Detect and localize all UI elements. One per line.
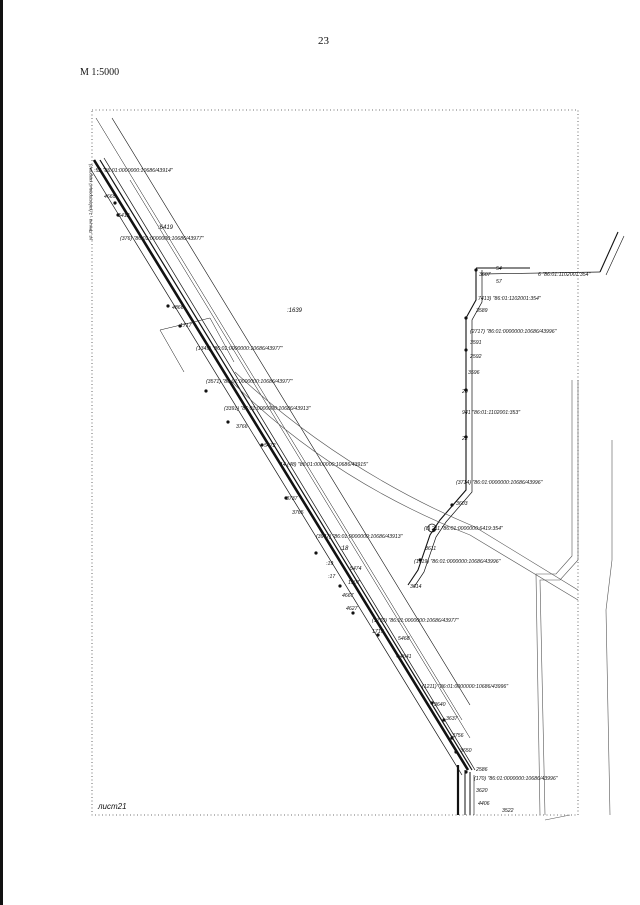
label-3765: 3765 xyxy=(292,510,304,516)
label-3607: 3607 xyxy=(479,272,492,278)
label-cad-43996d: (3714) "86:01:0000000:10686/43996" xyxy=(456,480,544,486)
label-5474: 5474 xyxy=(350,566,362,572)
lower-corridor xyxy=(456,765,475,815)
label-3650: 3650 xyxy=(460,748,472,754)
label-4665: 4665 xyxy=(104,194,116,200)
label-cad-1354: 6 "86:01:1102001:354" xyxy=(538,272,591,278)
label-3637: 3637 xyxy=(446,716,459,722)
label-17: :17 xyxy=(328,574,336,580)
label-4866: 4866 xyxy=(172,305,184,311)
label-1717b: 1717 xyxy=(372,629,385,635)
label-3589: 3589 xyxy=(476,308,488,314)
label-4641: 4641 xyxy=(400,654,412,660)
label-3522: 3522 xyxy=(502,808,514,814)
label-54: 54 xyxy=(496,266,502,272)
label-cad-43996c: (2717) "86:01:0000000:10686/43996" xyxy=(470,329,558,335)
label-5472: 5472 xyxy=(264,443,276,449)
label-cad-6419: (8) 211 "86:01:0000000:6419:354" xyxy=(424,526,504,532)
junction-circle-marker xyxy=(427,523,437,533)
label-cad-3571: (3571) "86:01:0000000:10686/43977" xyxy=(206,379,294,385)
label-22: 22 xyxy=(461,436,468,442)
label-3603: 3603 xyxy=(456,501,468,507)
main-corridor xyxy=(89,117,476,776)
label-1907: 1907 xyxy=(348,580,361,586)
label-cad-1354b: 7413) "86:01:1102001:354" xyxy=(478,296,542,302)
background-roads xyxy=(229,371,613,821)
label-20: 20 xyxy=(461,389,468,395)
label-3591: 3591 xyxy=(470,340,482,346)
label-1717: 1717 xyxy=(180,323,193,329)
label-3640: 3640 xyxy=(434,702,446,708)
label-cad-43996e: (1519) "86:01:0000000:10686/43996" xyxy=(414,559,502,565)
label-vertical-side: ул. Ленина - 1 (кадастровый квартал) xyxy=(88,163,93,241)
label-5412: 5412 xyxy=(118,213,130,219)
label-4627: 4627 xyxy=(346,606,359,612)
label-cad-1349: (1349) "86:01:0000000:10686/43977" xyxy=(196,346,284,352)
left-margin-rule xyxy=(0,0,3,905)
page-number: 23 xyxy=(318,35,329,47)
label-cad-43996a: (1211) "86:01:0000000:10686/43996" xyxy=(422,684,509,690)
label-cad-43977c: (1770) "86:01:0000000:10686/43977" xyxy=(372,618,460,624)
label-2592: 2592 xyxy=(469,354,482,360)
map-scale: М 1:5000 xyxy=(80,67,120,78)
label-19: :19 xyxy=(326,561,333,567)
label-area-6419: :6419 xyxy=(158,225,174,231)
label-area-1639: :1639 xyxy=(287,308,303,314)
label-18: :18 xyxy=(340,546,349,552)
label-3766: 3766 xyxy=(236,424,248,430)
label-cad-43996b: (170) "86:01:0000000:10686/43996" xyxy=(474,776,559,782)
label-4406: 4406 xyxy=(478,801,490,807)
label-cad-1353: 941 "86:01:1102001:353" xyxy=(462,410,521,416)
label-cad-39913b: (3947) "86:01:0000000:10686/43913" xyxy=(316,534,404,540)
label-2586: 2586 xyxy=(475,767,488,773)
label-3737: 3737 xyxy=(286,496,299,502)
boundary-points xyxy=(113,201,478,774)
label-57: 57 xyxy=(496,279,503,285)
label-3620: 3620 xyxy=(476,788,488,794)
label-5468: 5468 xyxy=(398,636,410,642)
label-top-left: :52 "86:01:0000000:10686/43914" xyxy=(94,168,174,174)
label-3756: 3756 xyxy=(452,733,464,739)
label-4667: 4667 xyxy=(342,593,355,599)
label-cad-13976: (376) "86:01:0000000:10686/43977" xyxy=(120,236,205,242)
label-cad-39913a: (3391) "86:01:0000000:10686/43913" xyxy=(224,406,312,412)
sheet-label: лист21 xyxy=(98,802,127,811)
label-cad-41485: 14 (48) "86:01:0000000:10686/43915" xyxy=(280,462,369,468)
label-3596: 3596 xyxy=(468,370,480,376)
label-3611: 3611 xyxy=(425,546,436,552)
label-3614: 3614 xyxy=(410,584,422,590)
